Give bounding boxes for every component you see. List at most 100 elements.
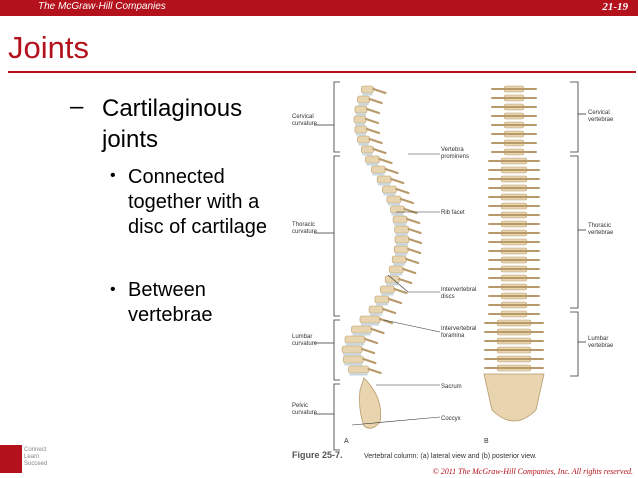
publisher-brand: The McGraw·Hill Companies <box>38 1 166 12</box>
lateral-vertebra <box>388 265 404 274</box>
bullet-glyph: • <box>110 281 116 298</box>
intervertebral-disc <box>370 313 383 316</box>
slide-title: Joints <box>8 30 89 65</box>
lateral-vertebra <box>391 255 407 264</box>
intervertebral-disc <box>393 263 406 266</box>
posterior-spine-illustration <box>483 85 545 422</box>
intervertebral-disc <box>391 213 404 216</box>
bullet-item: Between vertebrae <box>128 279 213 326</box>
intervertebral-disc <box>390 273 403 276</box>
lateral-vertebra <box>393 245 409 254</box>
leader-lines <box>351 153 441 426</box>
spinous-process <box>365 127 381 135</box>
intervertebral-disc <box>386 283 399 286</box>
spinous-process <box>363 337 379 345</box>
label-coccyx: Coccyx <box>441 416 461 422</box>
spinous-process <box>381 307 397 315</box>
intervertebral-disc <box>395 233 408 236</box>
lateral-vertebra <box>365 155 380 164</box>
lateral-vertebra <box>371 165 386 174</box>
spinous-process <box>364 117 380 125</box>
intervertebral-disc <box>375 303 388 306</box>
spinous-process <box>402 267 417 275</box>
intervertebral-disc <box>355 113 366 116</box>
spinous-process <box>398 277 413 285</box>
spinous-process <box>370 327 385 335</box>
lateral-vertebra <box>386 195 402 204</box>
spinous-process <box>360 347 376 355</box>
logo-tagline: Connect Learn Succeed <box>24 447 48 467</box>
lateral-vertebra <box>392 215 408 224</box>
intervertebral-disc <box>362 93 373 96</box>
spinous-process <box>390 177 405 185</box>
intervertebral-disc <box>381 293 394 296</box>
lateral-vertebra <box>343 355 364 364</box>
spinous-process <box>403 207 418 215</box>
label-rib-facet: Rib facet <box>441 210 465 216</box>
spinous-process <box>365 107 381 115</box>
intervertebral-disc <box>355 133 366 136</box>
title-divider <box>8 71 636 73</box>
lateral-vertebra <box>341 345 363 354</box>
lateral-vertebra <box>380 285 395 294</box>
lateral-vertebra <box>353 115 367 124</box>
lateral-vertebra <box>382 185 397 194</box>
figure-caption-label: Figure 25-7. <box>292 450 343 460</box>
copyright-footer: © 2011 The McGraw-Hill Companies, Inc. A… <box>432 467 633 476</box>
intervertebral-disc <box>352 333 371 336</box>
intervertebral-disc <box>362 153 373 156</box>
slide-number: 21-19 <box>602 1 628 13</box>
lateral-vertebra <box>344 335 366 344</box>
spinous-process <box>405 257 420 265</box>
spinous-process <box>378 317 394 325</box>
intervertebral-disc <box>387 203 400 206</box>
bullet-item: Connected together with a disc of cartil… <box>128 166 267 238</box>
lateral-vertebra <box>351 325 372 334</box>
spinous-process <box>362 357 377 365</box>
spinous-process <box>406 217 421 225</box>
spinous-process <box>384 167 399 175</box>
lateral-vertebra <box>384 275 400 284</box>
posterior-sacrum <box>483 373 545 422</box>
lateral-vertebra <box>394 235 410 244</box>
spinous-process <box>367 367 382 375</box>
label-sacrum: Sacrum <box>441 384 462 390</box>
subheading-dash: – <box>70 93 84 120</box>
lateral-vertebra <box>374 295 390 304</box>
intervertebral-disc <box>346 343 365 346</box>
lateral-vertebra <box>357 135 370 144</box>
right-brackets <box>570 81 586 377</box>
lateral-sacrum <box>359 377 382 429</box>
intervertebral-disc <box>355 123 365 126</box>
left-brackets <box>314 81 340 451</box>
intervertebral-disc <box>395 253 408 256</box>
spinous-process <box>372 87 387 95</box>
spinous-process <box>372 147 387 155</box>
intervertebral-disc <box>378 183 391 186</box>
intervertebral-disc <box>394 223 407 226</box>
lateral-vertebra <box>368 305 384 314</box>
lateral-vertebra <box>361 145 374 154</box>
lateral-vertebra <box>394 225 409 234</box>
lateral-vertebra <box>359 315 381 324</box>
intervertebral-disc <box>361 323 379 326</box>
lateral-vertebra <box>354 105 368 114</box>
figure-caption-text: Vertebral column: (a) lateral view and (… <box>364 453 537 460</box>
intervertebral-disc <box>372 173 385 176</box>
spinous-process <box>407 237 423 245</box>
intervertebral-disc <box>349 373 368 376</box>
spinous-process <box>407 247 422 255</box>
intervertebral-disc <box>343 353 362 356</box>
spinous-process <box>387 297 403 305</box>
